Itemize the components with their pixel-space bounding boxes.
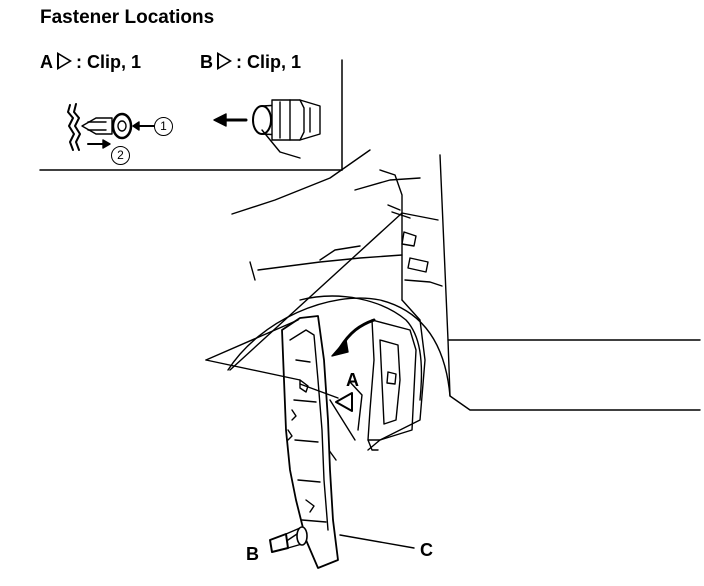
- callout-b: B: [246, 544, 259, 564]
- page-title: Fastener Locations: [40, 7, 215, 28]
- triangle-marker-icon: [217, 52, 232, 70]
- legend-label-b: : Clip, 1: [236, 52, 302, 72]
- step-2-badge: 2: [111, 146, 130, 165]
- clip-b-location-icon: [269, 526, 308, 553]
- clip-a-detail-icon: [67, 103, 155, 151]
- callout-c: C: [420, 540, 433, 560]
- legend-clip-b: B : Clip, 1: [200, 52, 301, 73]
- leader-lines: [205, 212, 439, 549]
- legend-label-a: : Clip, 1: [76, 52, 142, 72]
- splash-shield-c-icon: [281, 315, 339, 569]
- legend-letter-b: B: [200, 52, 213, 72]
- legend-clip-a: A : Clip, 1: [40, 52, 141, 73]
- triangle-marker-icon: [57, 52, 72, 70]
- legend-letter-a: A: [40, 52, 53, 72]
- clip-b-detail-icon: [213, 99, 321, 159]
- callout-a: A: [346, 370, 359, 390]
- clip-a-marker-icon: [335, 392, 353, 412]
- inset-frame: [39, 59, 343, 171]
- step-1-badge: 1: [154, 117, 173, 136]
- wheel-arch-icon: [227, 295, 451, 451]
- vehicle-body-outline: [231, 149, 701, 461]
- removal-arrow-icon: [331, 318, 376, 357]
